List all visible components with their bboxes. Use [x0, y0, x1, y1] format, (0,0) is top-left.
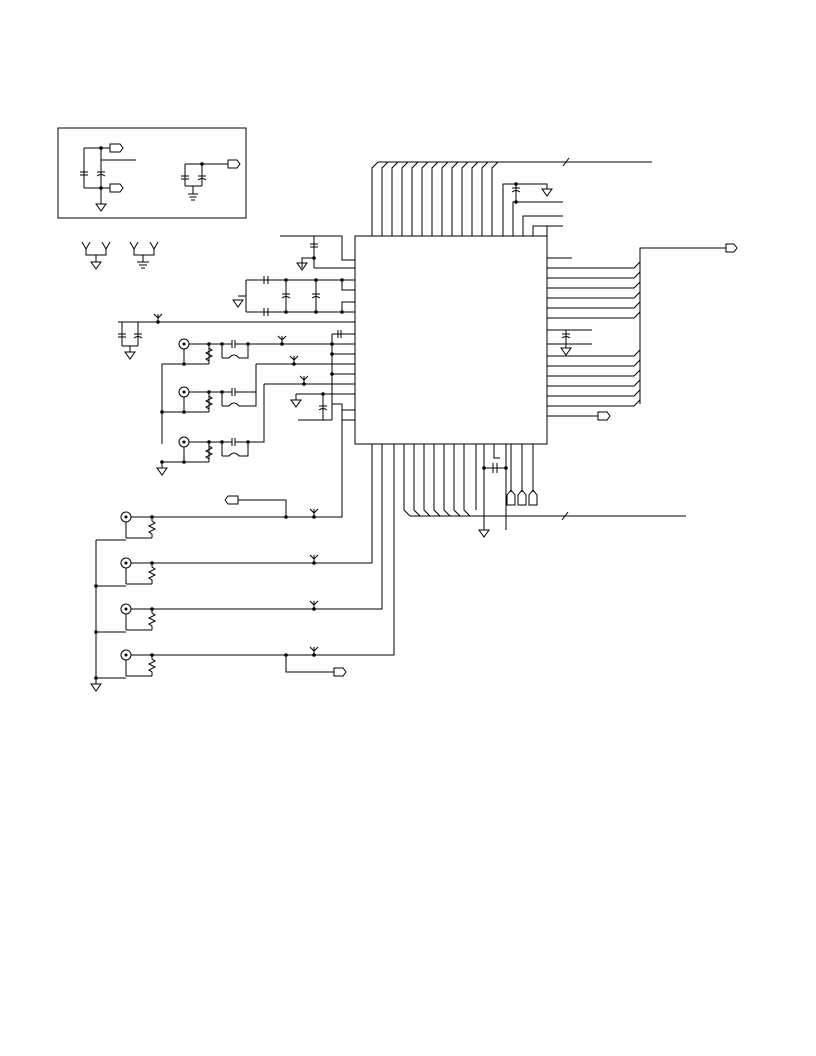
- top-right-pins: [502, 182, 563, 236]
- power-decoupling-inset: [57, 127, 247, 219]
- output-channels: [90, 420, 395, 692]
- bottom-bus: [403, 444, 686, 538]
- input-channels: [156, 330, 355, 476]
- ground-legend: [81, 241, 159, 270]
- left-supply: [118, 313, 355, 360]
- right-side-pins: [547, 243, 738, 421]
- left-decoupling: [232, 235, 355, 316]
- main-ic: [354, 235, 548, 445]
- top-bus: [371, 157, 652, 236]
